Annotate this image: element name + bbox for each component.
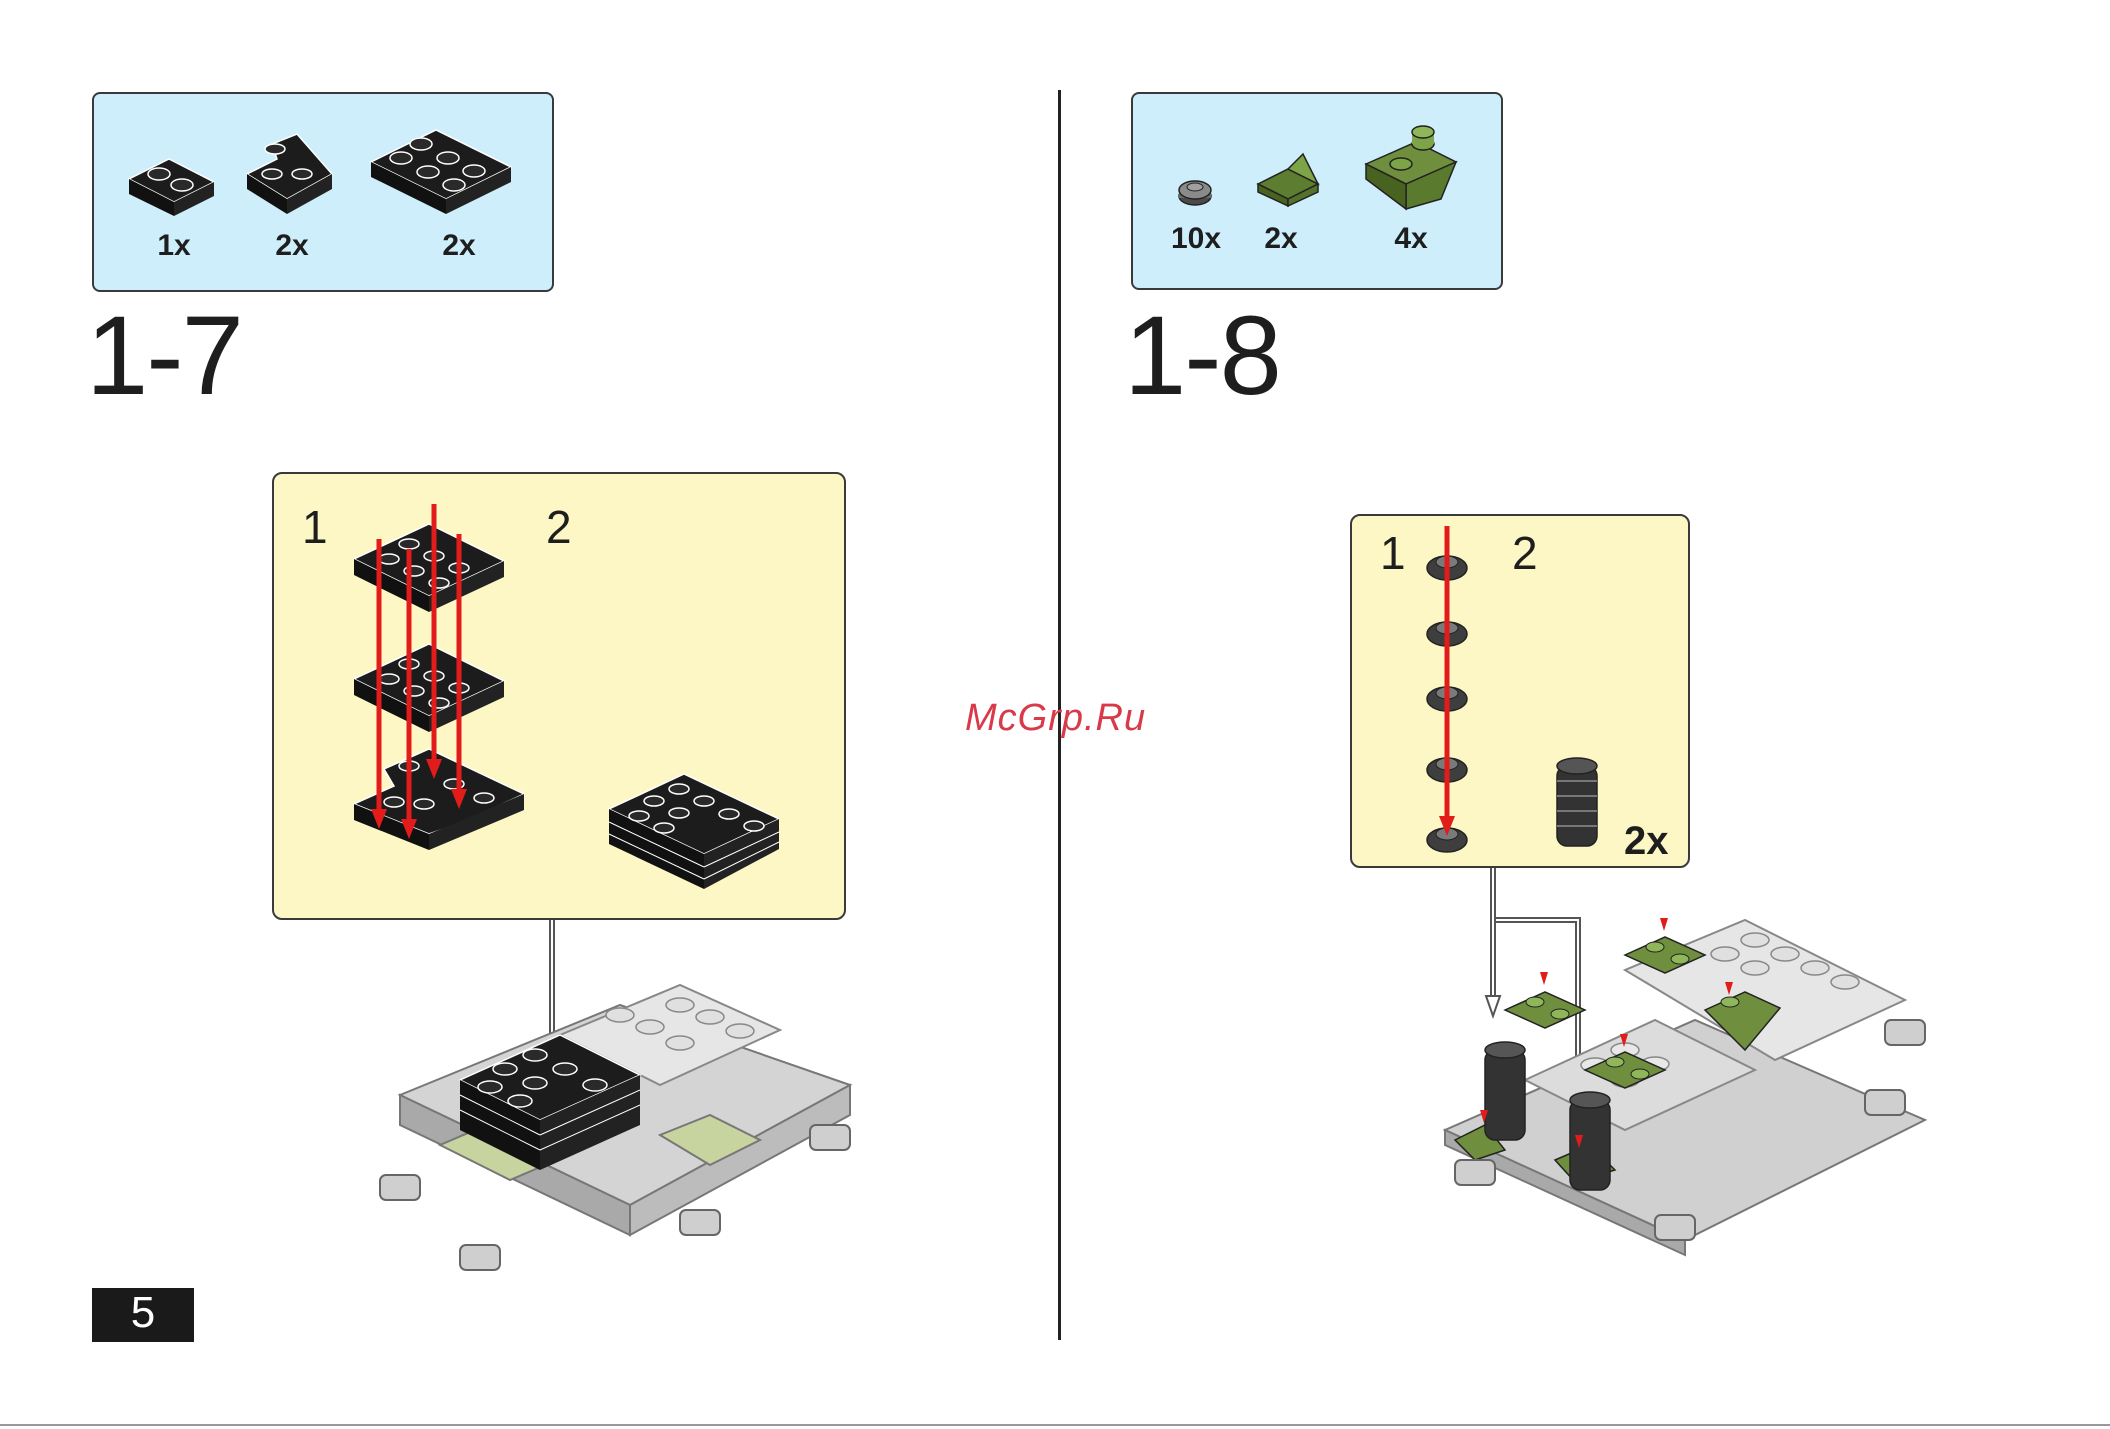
sub-assembly-multiplier: 2x xyxy=(1624,821,1669,861)
assembled-plate-stack-icon xyxy=(609,764,809,894)
green-slope-1x1-icon xyxy=(1253,144,1323,214)
exploded-plate-stack-icon xyxy=(354,504,554,884)
watermark-text: McGrp.Ru xyxy=(965,697,1146,740)
part-qty-right-3: 4x xyxy=(1381,222,1441,256)
assembled-round-plate-stack-icon xyxy=(1552,756,1602,856)
sub-step-2-label-right: 2 xyxy=(1512,530,1538,576)
vehicle-chassis-model-right xyxy=(1425,910,1935,1260)
bottom-rule xyxy=(0,1424,2110,1426)
step-number-left: 1-7 xyxy=(86,300,242,412)
parts-list-left: 1x 2x 2x xyxy=(92,92,554,292)
exploded-round-plate-stack-icon xyxy=(1422,526,1482,866)
part-qty-right-2: 2x xyxy=(1251,222,1311,256)
sub-assembly-callout-right: 1 2 2x xyxy=(1350,514,1690,868)
vehicle-chassis-model-left xyxy=(380,975,880,1315)
sub-assembly-callout-left: 1 2 xyxy=(272,472,846,920)
sub-step-1-label-right: 1 xyxy=(1380,530,1406,576)
part-qty-1: 1x xyxy=(144,229,204,263)
black-plate-2x3-icon xyxy=(366,122,516,222)
step-number-right: 1-8 xyxy=(1124,300,1280,412)
part-qty-2: 2x xyxy=(262,229,322,263)
green-slope-inverted-1x2-icon xyxy=(1361,124,1461,214)
part-qty-3: 2x xyxy=(429,229,489,263)
sub-step-1-label: 1 xyxy=(302,504,328,550)
black-plate-1x2-icon xyxy=(124,144,224,224)
parts-list-right: 10x 2x 4x xyxy=(1131,92,1503,290)
dark-gray-round-plate-icon xyxy=(1175,174,1215,214)
black-corner-plate-icon xyxy=(242,134,342,224)
part-qty-right-1: 10x xyxy=(1161,222,1231,256)
page-number: 5 xyxy=(92,1288,194,1342)
